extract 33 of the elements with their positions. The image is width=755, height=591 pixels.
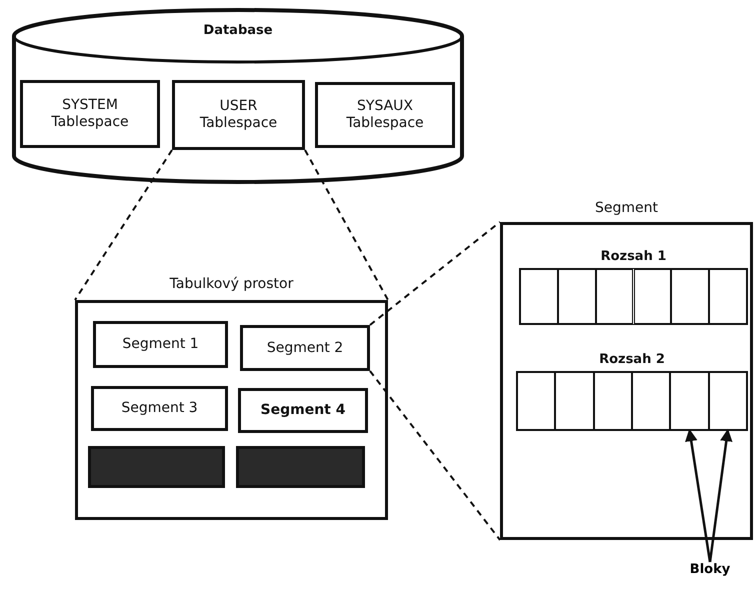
block-cell <box>634 269 672 324</box>
zoom-line <box>369 370 501 541</box>
database-title: Database <box>203 23 273 38</box>
zoom-line <box>369 221 501 326</box>
block-cell <box>670 372 709 430</box>
block-cell <box>594 372 632 430</box>
segment-box: Segment 3 <box>91 386 228 431</box>
block-cell <box>596 269 634 324</box>
segment-box: Segment 2 <box>240 325 370 371</box>
block-cell <box>555 372 594 430</box>
frame-heading: Rozsah 1 <box>600 249 666 264</box>
segment-box-shaded <box>236 446 365 488</box>
block-cell <box>708 372 747 430</box>
segment-box: USER Tablespace <box>172 80 305 150</box>
callout-label: Bloky <box>680 562 740 586</box>
block-cell <box>709 269 747 324</box>
leader-line <box>685 428 712 562</box>
zoom-line <box>304 150 389 300</box>
frame-heading: Segment <box>595 200 658 216</box>
segment-box: Segment 1 <box>93 321 228 368</box>
segment-box: SYSAUX Tablespace <box>315 82 455 148</box>
leader-line <box>708 428 732 562</box>
frame-heading: Tabulkový prostor <box>170 276 294 292</box>
block-cell <box>520 269 558 324</box>
segment-box: SYSTEM Tablespace <box>20 80 160 148</box>
segment-box: Segment 4 <box>238 388 368 433</box>
block-cell <box>558 269 596 324</box>
block-cell <box>671 269 710 324</box>
block-cell <box>632 372 670 430</box>
segment-box-shaded <box>88 446 225 488</box>
frame-heading: Rozsah 2 <box>599 352 665 367</box>
block-cell <box>517 372 556 430</box>
zoom-line <box>74 149 173 301</box>
